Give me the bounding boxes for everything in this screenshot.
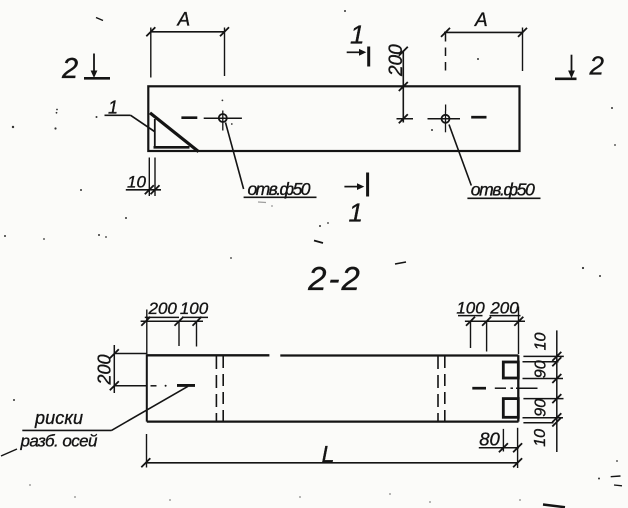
svg-text:90: 90: [533, 399, 550, 417]
svg-text:80: 80: [479, 428, 500, 449]
svg-text:100: 100: [180, 299, 209, 318]
svg-text:1: 1: [349, 198, 363, 228]
svg-text:10: 10: [127, 173, 146, 192]
svg-text:2: 2: [61, 53, 78, 85]
svg-text:L: L: [322, 441, 335, 467]
svg-text:1: 1: [350, 19, 364, 49]
svg-text:отв.ф50: отв.ф50: [248, 179, 311, 199]
svg-text:200: 200: [95, 354, 115, 385]
svg-text:100: 100: [456, 299, 485, 318]
svg-text:риски: риски: [34, 408, 83, 428]
svg-text:200: 200: [386, 44, 407, 77]
svg-text:2-2: 2-2: [307, 260, 362, 297]
svg-text:А: А: [474, 10, 488, 31]
svg-text:200: 200: [148, 299, 178, 318]
svg-text:10: 10: [532, 429, 549, 447]
svg-text:10: 10: [532, 333, 549, 351]
svg-text:2: 2: [589, 51, 605, 81]
svg-text:200: 200: [489, 299, 519, 318]
svg-text:отв.ф50: отв.ф50: [471, 180, 535, 200]
svg-text:90: 90: [533, 360, 550, 378]
svg-text:1: 1: [108, 98, 118, 118]
svg-text:разб. осей: разб. осей: [20, 431, 99, 450]
svg-text:А: А: [177, 10, 191, 31]
